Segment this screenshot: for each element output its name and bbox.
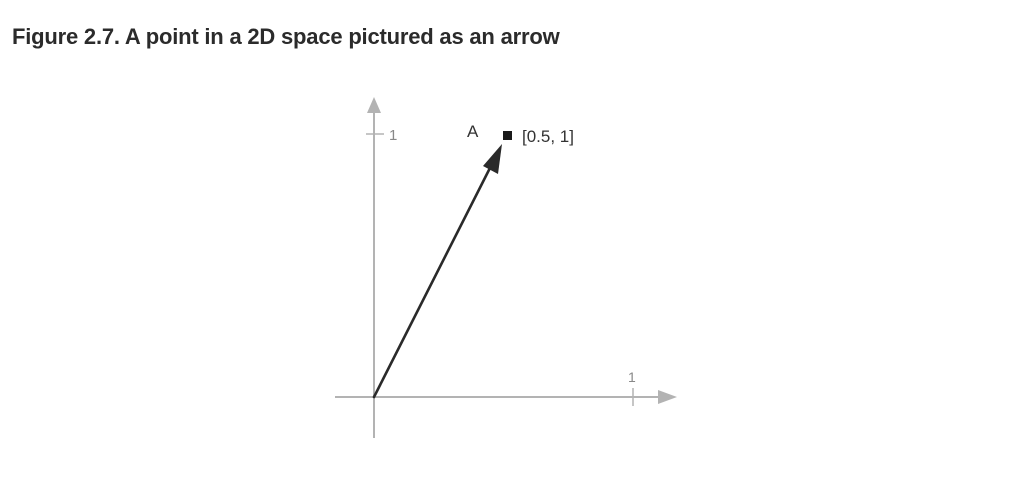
x-axis-arrow-icon — [658, 390, 677, 404]
y-axis-arrow-icon — [367, 97, 381, 113]
vector-a-arrowhead-icon — [483, 144, 502, 174]
point-coordinates-label: [0.5, 1] — [522, 127, 574, 146]
x-tick-label: 1 — [628, 369, 636, 385]
y-tick-label: 1 — [389, 127, 397, 144]
vector-label: A — [467, 122, 479, 141]
point-marker — [503, 131, 512, 140]
figure-caption: Figure 2.7. A point in a 2D space pictur… — [12, 24, 560, 49]
vector-a-shaft — [372, 160, 495, 399]
